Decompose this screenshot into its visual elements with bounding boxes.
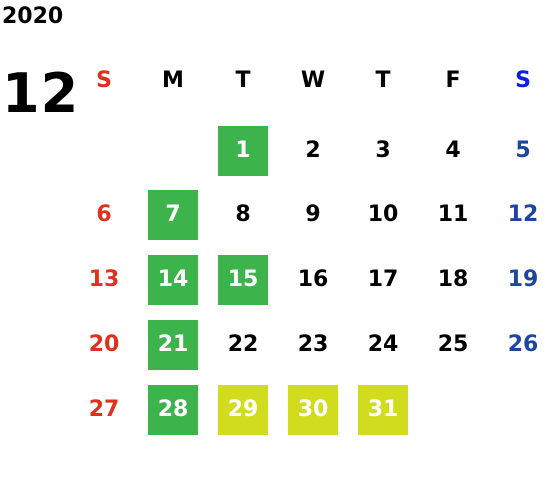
day-cell: 16 [297, 267, 329, 292]
weekday-header: S [96, 68, 112, 93]
day-cell: 11 [437, 202, 469, 227]
day-cell: 15 [218, 255, 268, 305]
weekday-header: W [300, 68, 326, 93]
day-cell: 19 [507, 267, 539, 292]
month-label: 12 [2, 62, 80, 125]
day-cell: 17 [367, 267, 399, 292]
day-cell: 5 [515, 138, 531, 163]
day-cell: 23 [297, 332, 329, 357]
day-cell: 10 [367, 202, 399, 227]
day-cell: 7 [148, 190, 198, 240]
day-cell: 26 [507, 332, 539, 357]
day-cell: 27 [88, 397, 120, 422]
year-label: 2020 [2, 4, 64, 29]
day-cell: 25 [437, 332, 469, 357]
day-cell: 12 [507, 202, 539, 227]
weekday-header: M [162, 68, 184, 93]
day-cell: 30 [288, 385, 338, 435]
day-cell: 1 [218, 126, 268, 176]
day-cell: 29 [218, 385, 268, 435]
weekday-header: S [515, 68, 531, 93]
weekday-header: T [235, 68, 251, 93]
weekday-header: F [445, 68, 461, 93]
day-cell: 20 [88, 332, 120, 357]
day-cell: 3 [375, 138, 391, 163]
day-cell: 9 [305, 202, 321, 227]
day-cell: 24 [367, 332, 399, 357]
day-cell: 13 [88, 267, 120, 292]
day-cell: 8 [235, 202, 251, 227]
day-cell: 14 [148, 255, 198, 305]
weekday-header: T [375, 68, 391, 93]
day-cell: 6 [96, 202, 112, 227]
day-cell: 21 [148, 320, 198, 370]
day-cell: 31 [358, 385, 408, 435]
day-cell: 4 [445, 138, 461, 163]
day-cell: 22 [227, 332, 259, 357]
day-cell: 18 [437, 267, 469, 292]
day-cell: 2 [305, 138, 321, 163]
day-cell: 28 [148, 385, 198, 435]
